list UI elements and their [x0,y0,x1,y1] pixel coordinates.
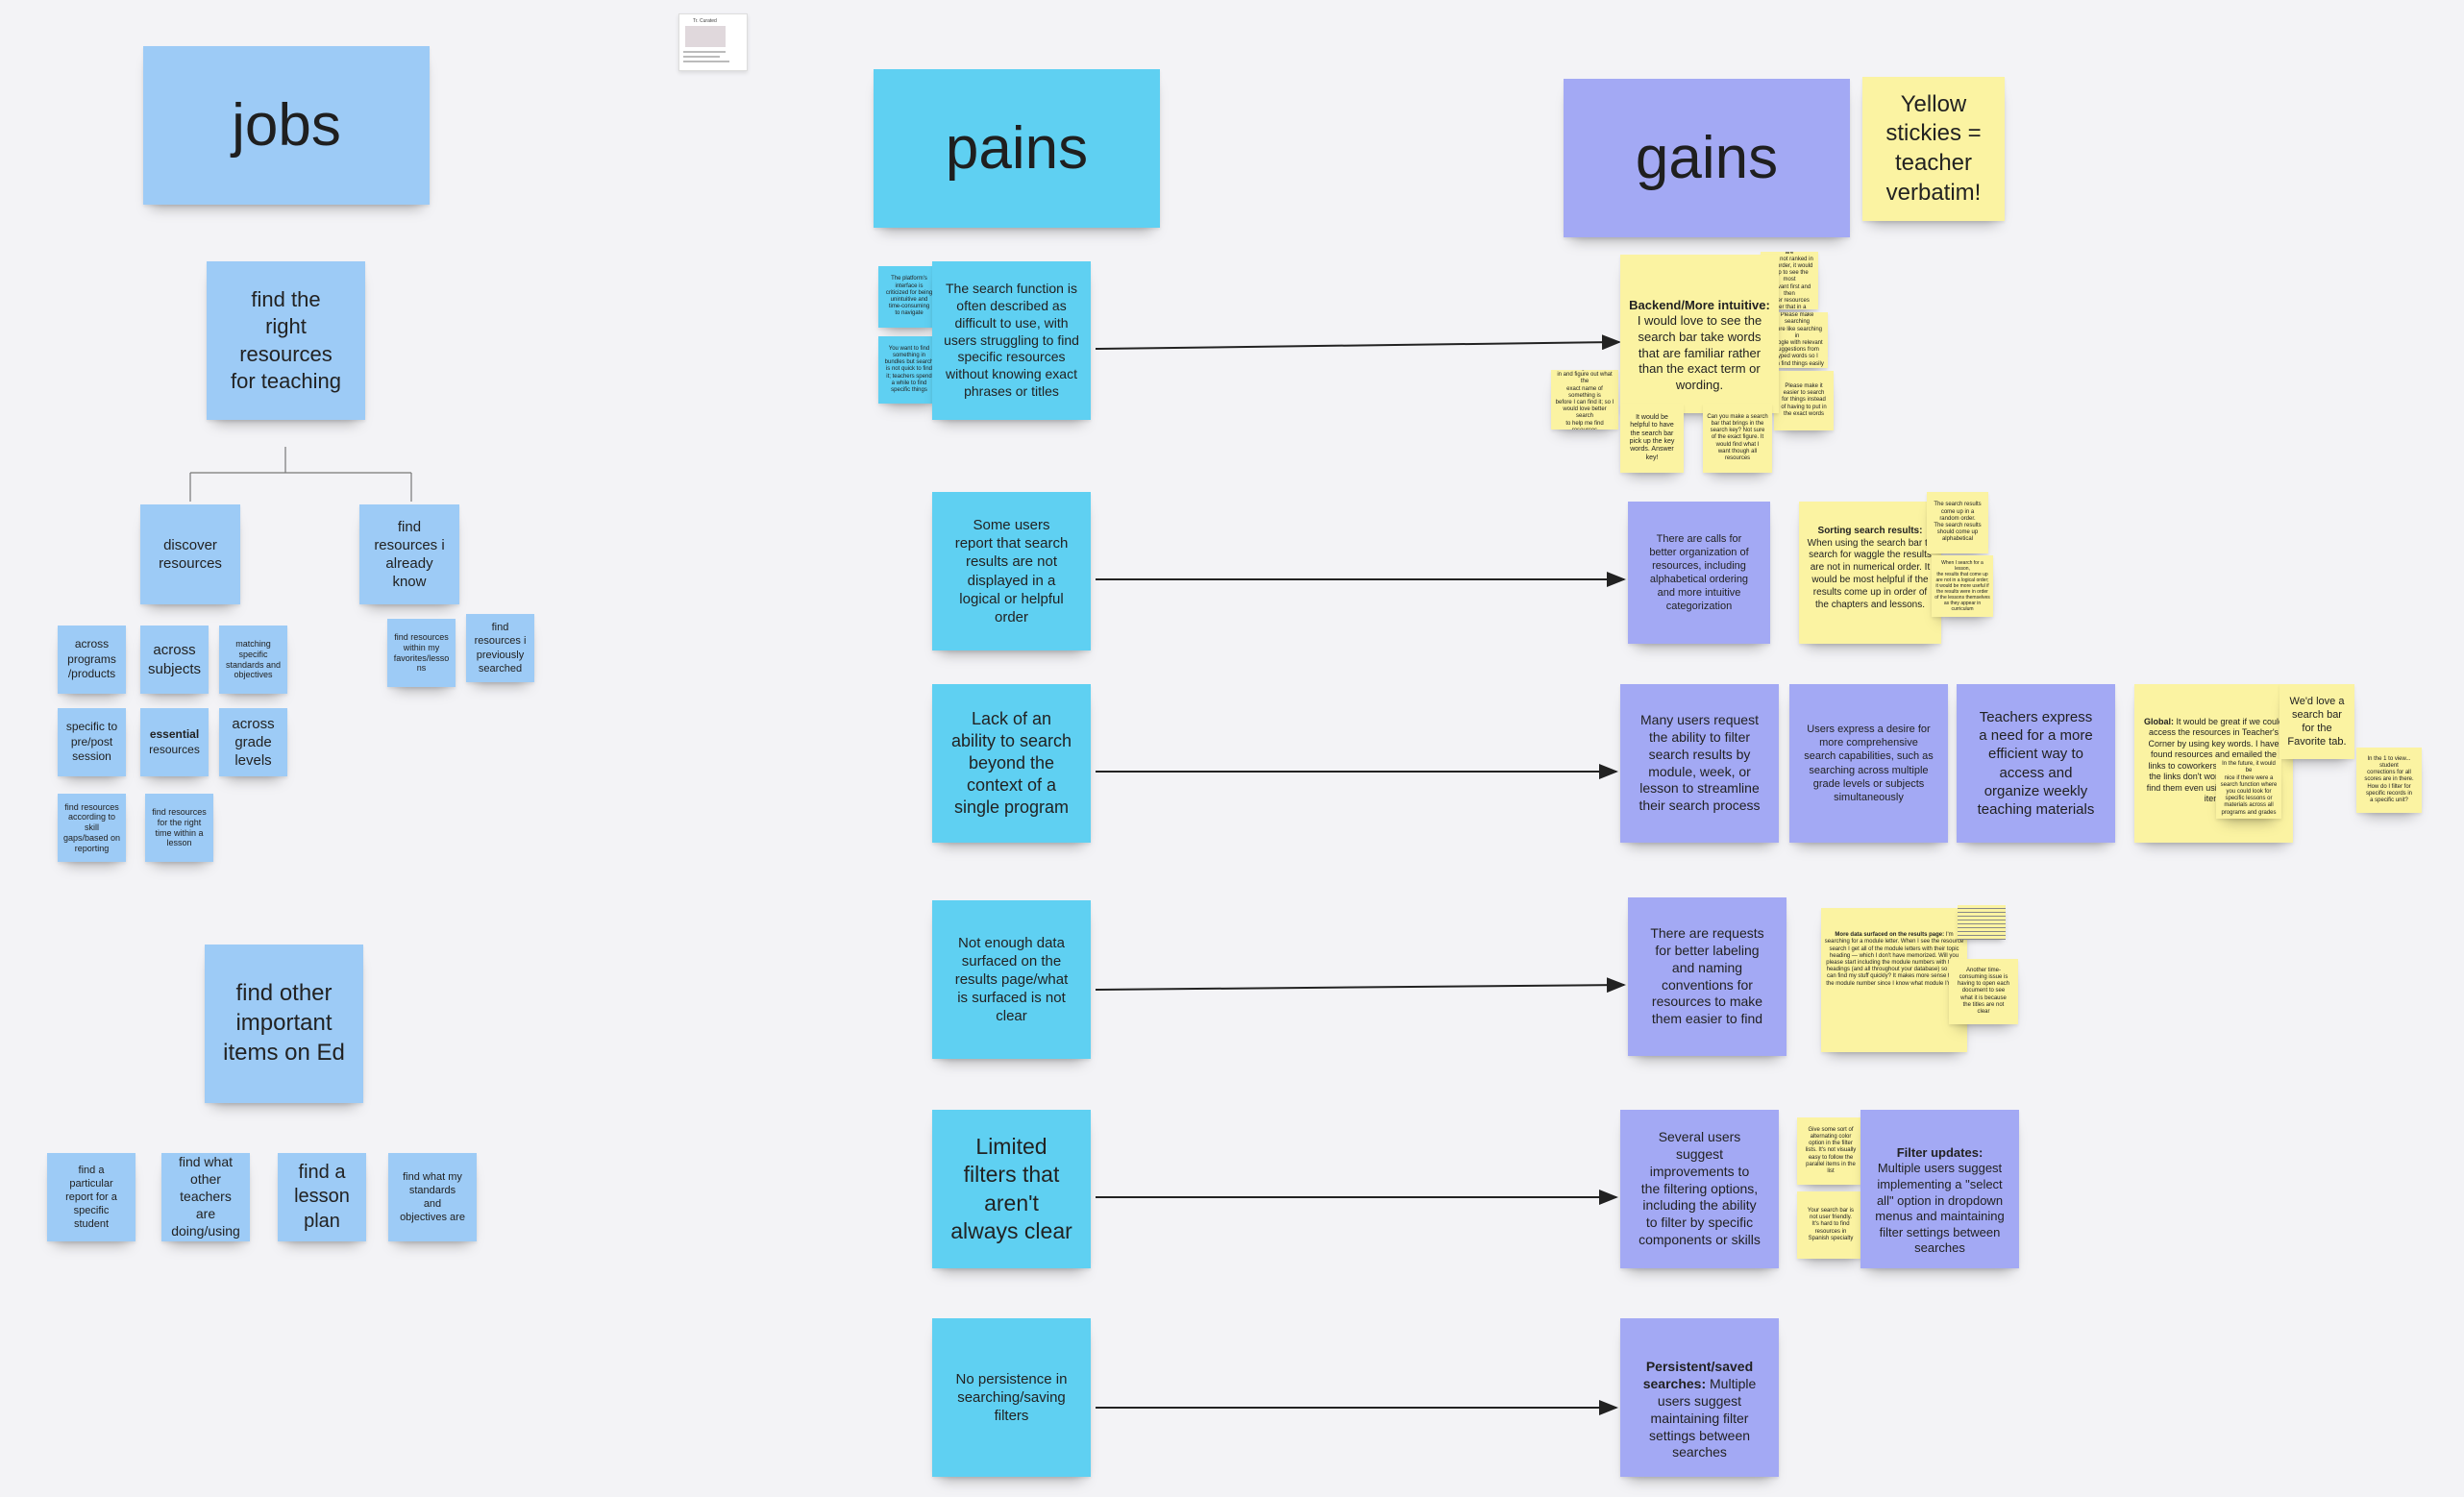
jobs-header[interactable]: jobs [143,46,430,205]
pain-limited-filters[interactable]: Limited filters that aren't always clear [932,1110,1091,1268]
gain3-note-student-corrections[interactable]: In the 1 to view... student corrections … [2356,748,2422,813]
job-specific-prepost[interactable]: specific to pre/post session [58,708,126,776]
gain3-note-future-search[interactable]: In the future, it would be nice if there… [2216,759,2281,819]
pain-note-search[interactable]: You want to find something in bundles bu… [878,336,940,404]
arrow-not-enough-data [1095,977,1626,994]
job-other-teachers[interactable]: find what other teachers are doing/using [161,1153,250,1241]
sorting-text: When using the search bar to search for … [1807,537,1934,610]
filter-updates-text: Multiple users suggest implementing a "s… [1875,1161,2005,1256]
gain2-note-logical-order[interactable]: When I search for a lesson, the results … [1932,555,1993,617]
gain-filtering-options[interactable]: Several users suggest improvements to th… [1620,1110,1779,1268]
gain1-note-exact-words[interactable]: Please make it easier to search for thin… [1774,371,1834,430]
thumbnail-title: Tr. Curated [693,18,717,24]
legend-yellow-stickies[interactable]: Yellow stickies = teacher verbatim! [1862,77,2005,221]
sorting-bold: Sorting search results: [1817,525,1923,536]
thumbnail-image [685,26,726,47]
pain-no-persistence[interactable]: No persistence in searching/saving filte… [932,1318,1091,1477]
job-skill-gaps[interactable]: find resources according to skill gaps/b… [58,794,126,862]
gain5-note-spanish[interactable]: Your search bar is not user friendly. It… [1797,1191,1864,1259]
job-standards-objectives[interactable]: find what my standards and objectives ar… [388,1153,477,1241]
persistent-bold: Persistent/saved searches: [1642,1358,1754,1391]
job-previously-searched[interactable]: find resources i previously searched [466,614,534,682]
job-across-programs[interactable]: across programs /products [58,626,126,694]
screenshot-attachment[interactable] [1958,905,2006,940]
job-discover-resources[interactable]: discover resources [140,504,240,604]
gain3-favorite-tab[interactable]: We'd love a search bar for the Favorite … [2279,684,2354,759]
more-data-bold: More data surfaced on the results page: [1835,932,1945,939]
gain-persistent-searches[interactable]: Persistent/saved searches: Multiple user… [1620,1318,1779,1477]
pain-lack-search[interactable]: Lack of an ability to search beyond the … [932,684,1091,843]
job-find-right-resources[interactable]: find the right resources for teaching [207,261,365,420]
backend-text: I would love to see the search bar take … [1637,313,1762,392]
job-right-time[interactable]: find resources for the right time within… [145,794,213,862]
arrow-search-function [1095,334,1621,351]
essential-sub: resources [149,742,200,756]
pains-header[interactable]: pains [874,69,1160,228]
gain1-note-search-key[interactable]: Can you make a search bar that brings in… [1703,404,1772,473]
gain-sorting-results[interactable]: Sorting search results: When using the s… [1799,502,1941,644]
filter-updates-bold: Filter updates: [1896,1144,1984,1160]
job-across-subjects[interactable]: across subjects [140,626,209,694]
job-within-favorites[interactable]: find resources within my favorites/lesso… [387,619,456,687]
pain-search-function[interactable]: The search function is often described a… [932,261,1091,420]
job-find-other-items[interactable]: find other important items on Ed [205,945,363,1103]
gain-more-data-surfaced[interactable]: More data surfaced on the results page: … [1821,908,1967,1052]
job-find-known-resources[interactable]: find resources i already know [359,504,459,604]
gain1-note-google[interactable]: Please make searching more like searchin… [1766,312,1828,368]
pain-note-interface[interactable]: The platform's interface is criticized f… [878,266,940,328]
global-bold: Global: [2143,716,2174,726]
gain-filter-by-module[interactable]: Many users request the ability to filter… [1620,684,1779,843]
pain-results-order[interactable]: Some users report that search results ar… [932,492,1091,650]
job-particular-report[interactable]: find a particular report for a specific … [47,1153,136,1241]
job-essential-resources[interactable]: essential resources [140,708,209,776]
job-across-grade[interactable]: across grade levels [219,708,287,776]
gain2-note-random-order[interactable]: The search results come up in a random o… [1927,492,1988,553]
gain-labeling[interactable]: There are requests for better labeling a… [1628,897,1786,1056]
persistent-text: Multiple users suggest maintaining filte… [1648,1375,1757,1460]
gain-comprehensive-search[interactable]: Users express a desire for more comprehe… [1789,684,1948,843]
gain-backend-intuitive[interactable]: Backend/More intuitive: I would love to … [1620,255,1779,413]
gain-efficient-way[interactable]: Teachers express a need for a more effic… [1957,684,2115,843]
board-thumbnail[interactable]: Tr. Curated [678,13,748,71]
pain-not-enough-data[interactable]: Not enough data surfaced on the results … [932,900,1091,1059]
job-matching-standards[interactable]: matching specific standards and objectiv… [219,626,287,694]
gain1-note-exact-name[interactable]: I've many times had to go in and figure … [1551,370,1618,429]
more-data-text: I'm searching for a module letter. When … [1824,932,1964,987]
backend-bold: Backend/More intuitive: [1629,297,1770,312]
job-lesson-plan[interactable]: find a lesson plan [278,1153,366,1241]
gains-header[interactable]: gains [1564,79,1850,237]
job-tree-connector [189,447,412,502]
gain5-note-alternating-color[interactable]: Give some sort of alternating color opti… [1797,1117,1864,1185]
essential-label: essential [149,727,200,742]
gain1-note-keywords[interactable]: It would be helpful to have the search b… [1620,404,1684,473]
gain4-note-open-document[interactable]: Another time- consuming issue is having … [1949,959,2018,1024]
gain-filter-updates[interactable]: Filter updates: Multiple users suggest i… [1860,1110,2019,1268]
gain-calls-organization[interactable]: There are calls for better organization … [1628,502,1770,644]
